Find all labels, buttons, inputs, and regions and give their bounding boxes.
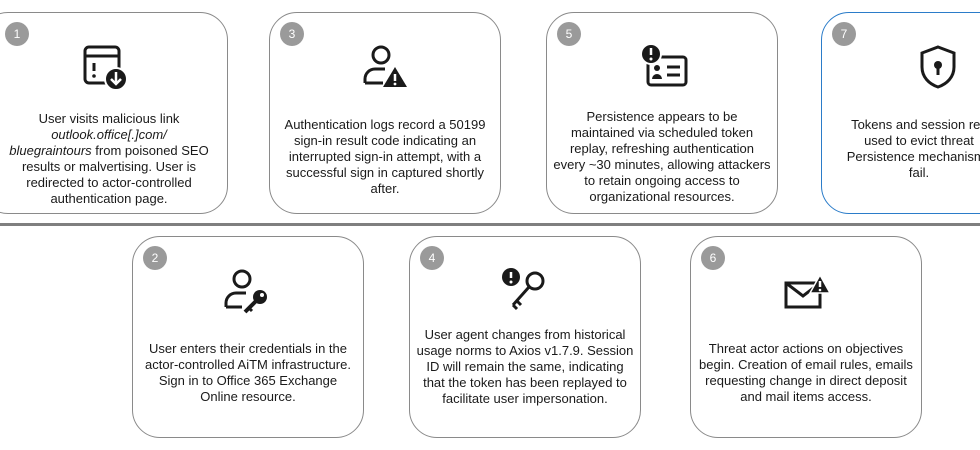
step-description: Authentication logs record a 50199 sign-…: [284, 117, 486, 196]
step-card-3: 3 Authentication logs record a 50199 sig…: [269, 12, 501, 214]
step-card-5: 5 Persistence appears to be maintained v…: [546, 12, 778, 214]
step-description: User visits malicious link outlook.offic…: [9, 111, 209, 206]
step-card-6: 6 Threat actor actions on objectives beg…: [690, 236, 922, 438]
step-badge: 5: [557, 22, 581, 46]
step-badge: 6: [701, 246, 725, 270]
key-alert-icon: [495, 261, 555, 321]
step-description: User enters their credentials in the act…: [145, 341, 351, 404]
step-description: Tokens and session rev used to evict thr…: [846, 117, 980, 180]
row-divider: [0, 223, 980, 226]
step-card-1: 1 User visits malicious link outlook.off…: [0, 12, 228, 214]
step-card-4: 4 User agent changes from historical usa…: [409, 236, 641, 438]
step-badge: 3: [280, 22, 304, 46]
user-warning-icon: [355, 37, 415, 97]
shield-lock-icon: [908, 37, 968, 97]
step-badge: 4: [420, 246, 444, 270]
browser-download-icon: [74, 37, 134, 97]
user-key-icon: [218, 261, 278, 321]
step-badge: 7: [832, 22, 856, 46]
step-description: Threat actor actions on objectives begin…: [699, 341, 913, 404]
step-description: User agent changes from historical usage…: [416, 327, 634, 406]
step-card-2: 2 User enters their credentials in the a…: [132, 236, 364, 438]
step-card-7: 7 Tokens and session rev used to evict t…: [821, 12, 980, 214]
step-badge: 1: [5, 22, 29, 46]
mail-warning-icon: [776, 261, 836, 321]
step-badge: 2: [143, 246, 167, 270]
id-card-alert-icon: [632, 37, 692, 97]
malicious-link: outlook.office[.]com/ bluegraintours: [9, 127, 167, 158]
step-description: Persistence appears to be maintained via…: [553, 109, 771, 204]
